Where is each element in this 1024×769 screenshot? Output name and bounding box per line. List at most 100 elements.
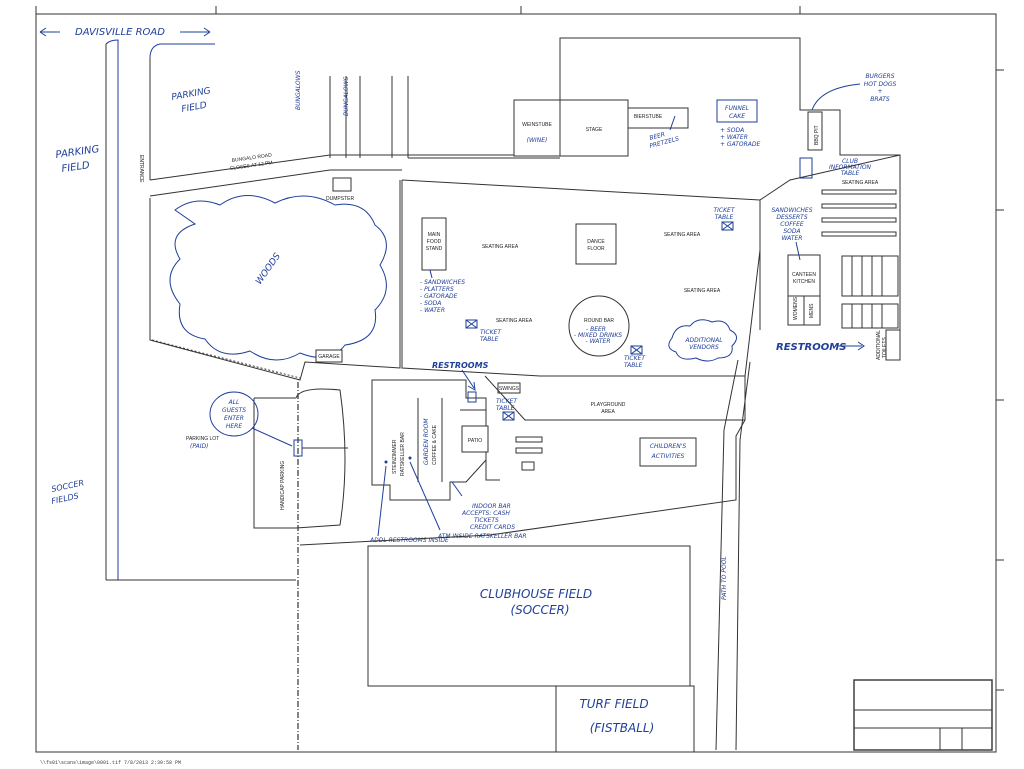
main-food-item-5: - WATER <box>420 307 445 314</box>
ticket-table-round: TICKET TABLE <box>624 345 646 369</box>
canteen-item-5: WATER <box>782 235 803 242</box>
ticket-table-top: TICKET TABLE <box>713 207 736 231</box>
main-food-item-3: - GATORADE <box>420 293 458 300</box>
main-food-1: MAIN <box>428 232 441 238</box>
stage-box <box>559 99 629 157</box>
additional-toilets-box <box>885 329 901 361</box>
indoor-bar-2: ACCEPTS: CASH <box>461 510 510 517</box>
scan-footer: \\fs01\scans\image\0001.tif 7/8/2013 2:3… <box>40 760 181 766</box>
parking-lot-label: PARKING LOT <box>186 436 219 442</box>
ticket-table-patio-2: TABLE <box>496 405 515 412</box>
bbq-pit-box <box>807 111 823 151</box>
mens-label: MENS <box>809 303 815 318</box>
burgers-2: HOT DOGS <box>864 81 897 88</box>
patio-label: PATIO <box>468 438 482 444</box>
canteen-item-4: SODA <box>783 228 800 235</box>
burgers-1: BURGERS <box>865 73 894 80</box>
steinzimmer-1: STEINZIMMER <box>392 439 398 474</box>
dumpster-label: DUMPSTER <box>326 196 354 202</box>
parking-lot-note: (PAID) <box>190 443 209 450</box>
path-to-pool-right <box>715 359 739 751</box>
all-guests-bubble <box>209 391 259 437</box>
entrance-road: ENTRANCE <box>105 39 296 581</box>
wine-note: (WINE) <box>527 137 548 144</box>
bungalo-road: BUNGALO ROAD CLOSES AT 12 PM <box>149 152 560 197</box>
bungalows-label-2: BUNGALOWS <box>343 76 350 116</box>
canteen-item-1: SANDWICHES <box>771 207 812 214</box>
garden-room-1: GARDEN ROOM <box>423 418 430 465</box>
weinstube-box <box>513 99 561 157</box>
clubhouse-field-2: (SOCCER) <box>510 603 569 617</box>
all-guests-2: GUESTS <box>222 407 246 414</box>
davisville-road: DAVISVILLE ROAD <box>39 25 211 38</box>
vendors-1: ADDITIONAL <box>684 337 722 344</box>
bierstube-label: BIERSTUBE <box>634 114 663 120</box>
round-bar-label: ROUND BAR <box>584 318 614 324</box>
parking-field-left-2: FIELD <box>61 160 91 175</box>
clubhouse-field <box>367 545 691 687</box>
parking-field-top-2: FIELD <box>181 101 208 115</box>
dance-floor-1: DANCE <box>587 239 605 245</box>
main-food-2: FOOD <box>427 239 442 245</box>
club-info-2: INFORMATION <box>829 164 872 171</box>
frame-ticks <box>35 6 1004 691</box>
canteen-item-2: DESSERTS <box>776 214 807 221</box>
bungalows: BUNGALOWS BUNGALOWS <box>295 70 409 158</box>
upper-area-boundary <box>559 37 900 156</box>
soccer-fields-1: SOCCER <box>51 478 85 494</box>
seating-area-3: SEATING AREA <box>684 288 721 294</box>
garage-label: GARAGE <box>318 354 340 360</box>
indoor-bar-4: CREDIT CARDS <box>470 524 515 531</box>
vendors-2: VENDORS <box>689 344 719 351</box>
road-name: DAVISVILLE ROAD <box>75 27 165 38</box>
right-seating-tables: SEATING AREA <box>821 180 899 329</box>
funnel-item-1: + SODA <box>720 127 744 134</box>
ticket-table-top-2: TABLE <box>715 214 734 221</box>
main-food-3: STAND <box>426 246 443 252</box>
burgers-4: BRATS <box>870 96 890 103</box>
ticket-table-mid: TICKET TABLE <box>465 319 502 343</box>
canteen-label-1: CANTEEN <box>792 272 816 278</box>
ticket-table-patio: TICKET TABLE <box>496 398 518 421</box>
soccer-fields-2: FIELDS <box>51 491 80 506</box>
main-food-item-4: - SODA <box>420 300 441 307</box>
garage-box <box>315 349 343 363</box>
funnel-cake-1: FUNNEL <box>725 105 749 112</box>
addl-restrooms: ADDL RESTROOMS INSIDE <box>369 537 449 544</box>
title-block <box>853 679 993 751</box>
restrooms-mid: RESTROOMS <box>432 361 489 370</box>
patio-box <box>461 425 489 453</box>
all-guests-3: ENTER <box>224 415 244 422</box>
woods-boundary <box>149 180 401 381</box>
vendors-cloud <box>668 319 737 362</box>
ticket-table-round-1: TICKET <box>624 355 646 362</box>
funnel-cake-2: CAKE <box>729 113 745 120</box>
stage-label: STAGE <box>586 127 603 133</box>
canteen-label-2: KITCHEN <box>793 279 815 285</box>
bungalows-label-1: BUNGALOWS <box>295 70 302 110</box>
ticket-table-top-1: TICKET <box>713 207 735 214</box>
childrens-box <box>639 437 697 467</box>
parking-lot-boundary <box>253 388 346 529</box>
swings-label: SWINGS <box>499 386 520 392</box>
turf-field <box>555 685 695 753</box>
seating-area-1: SEATING AREA <box>482 244 519 250</box>
bungalo-road-closes: CLOSES AT 12 PM <box>229 160 273 172</box>
woods-label: WOODS <box>254 251 283 286</box>
burgers-3: + <box>877 88 882 95</box>
path-to-pool-label: PATH TO POOL <box>721 556 728 600</box>
garden-room-2: COFFEE & CAKE <box>432 424 438 465</box>
steinzimmer-2: RATSKELLER BAR <box>400 432 406 476</box>
entrance-label: ENTRANCE <box>138 155 144 183</box>
additional-toilets-1: ADDITIONAL <box>876 330 882 360</box>
bbq-pit-label: BBQ PIT <box>814 125 820 145</box>
beer-note-1: BEER <box>649 131 666 142</box>
round-bar-item-2: - MIXED DRINKS <box>574 332 622 339</box>
round-bar-item-3: - WATER <box>586 338 611 345</box>
bungalo-road-label: BUNGALO ROAD <box>231 152 272 164</box>
dance-floor <box>575 223 617 265</box>
funnel-cake-box <box>716 99 758 123</box>
main-food-stand <box>421 217 447 271</box>
woods-cloud <box>169 195 387 361</box>
